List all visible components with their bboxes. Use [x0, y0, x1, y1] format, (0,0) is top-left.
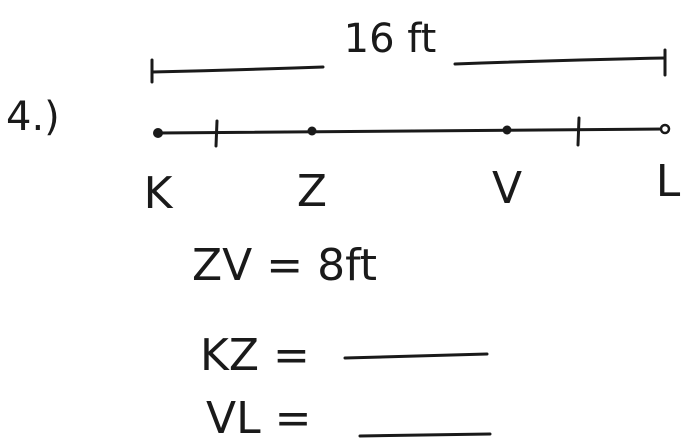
answer-blank-kz — [343, 352, 489, 360]
tick-mark-vl — [576, 116, 581, 147]
question-kz: KZ = — [200, 330, 310, 381]
bracket-right-line — [453, 56, 667, 66]
point-label-z: Z — [297, 166, 327, 217]
problem-number: 4.) — [6, 94, 60, 140]
answer-blank-vl — [358, 432, 492, 438]
given-statement: ZV = 8ft — [192, 240, 377, 291]
point-k — [153, 128, 163, 138]
total-length-label: 16 ft — [344, 16, 437, 62]
bracket-left-line — [150, 65, 325, 74]
point-l — [659, 123, 671, 135]
point-z — [307, 126, 317, 136]
point-label-k: K — [144, 168, 174, 219]
tick-mark-kz — [214, 119, 219, 148]
point-label-l: L — [656, 156, 681, 207]
point-v — [502, 125, 512, 135]
segment-kl — [156, 127, 667, 135]
length-bracket — [150, 48, 667, 84]
question-vl: VL = — [206, 393, 311, 443]
point-label-v: V — [492, 163, 522, 214]
